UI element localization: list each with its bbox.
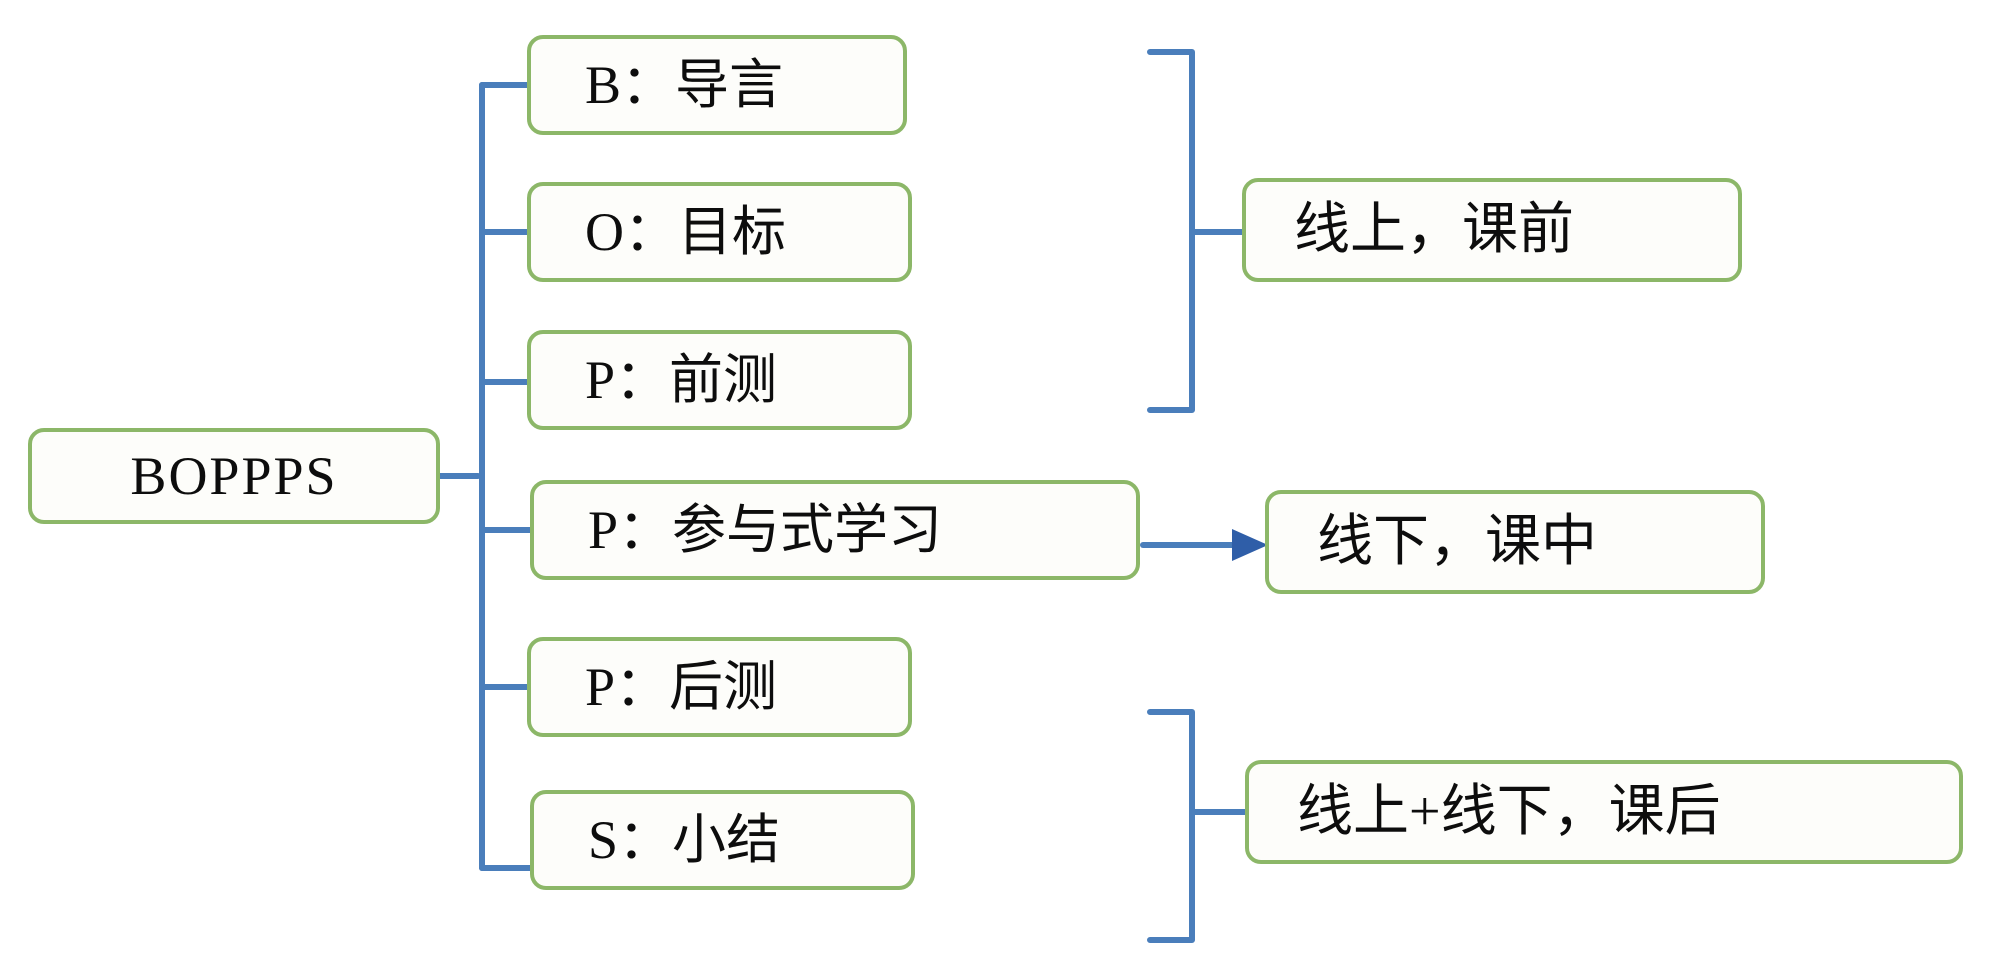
- phase-node-label: 线上，课前: [1294, 199, 1574, 261]
- step-node-summary[interactable]: S：小结: [530, 790, 915, 890]
- root-node-label: BOPPPS: [130, 446, 338, 506]
- arrow-during-class-head: [1232, 529, 1268, 561]
- phase-node-after-class[interactable]: 线上+线下，课后: [1245, 760, 1963, 864]
- phase-node-during-class[interactable]: 线下，课中: [1265, 490, 1765, 594]
- step-node-label: P：参与式学习: [588, 500, 943, 560]
- step-node-post-assessment[interactable]: P：后测: [527, 637, 912, 737]
- phase-node-before-class[interactable]: 线上，课前: [1242, 178, 1742, 282]
- root-node-boppps[interactable]: BOPPPS: [28, 428, 440, 524]
- step-node-participatory-learning[interactable]: P：参与式学习: [530, 480, 1140, 580]
- phase-node-label: 线上+线下，课后: [1297, 781, 1721, 843]
- step-node-label: P：后测: [585, 657, 778, 717]
- phase-node-label: 线下，课中: [1317, 511, 1597, 573]
- bracket-pre-class: [1147, 49, 1195, 413]
- step-node-label: O：目标: [585, 202, 786, 262]
- bracket-post-class: [1147, 709, 1195, 943]
- step-node-label: S：小结: [588, 810, 781, 870]
- step-node-label: B：导言: [585, 55, 784, 115]
- step-node-introduction[interactable]: B：导言: [527, 35, 907, 135]
- step-node-objective[interactable]: O：目标: [527, 182, 912, 282]
- step-node-label: P：前测: [585, 350, 778, 410]
- step-node-pre-assessment[interactable]: P：前测: [527, 330, 912, 430]
